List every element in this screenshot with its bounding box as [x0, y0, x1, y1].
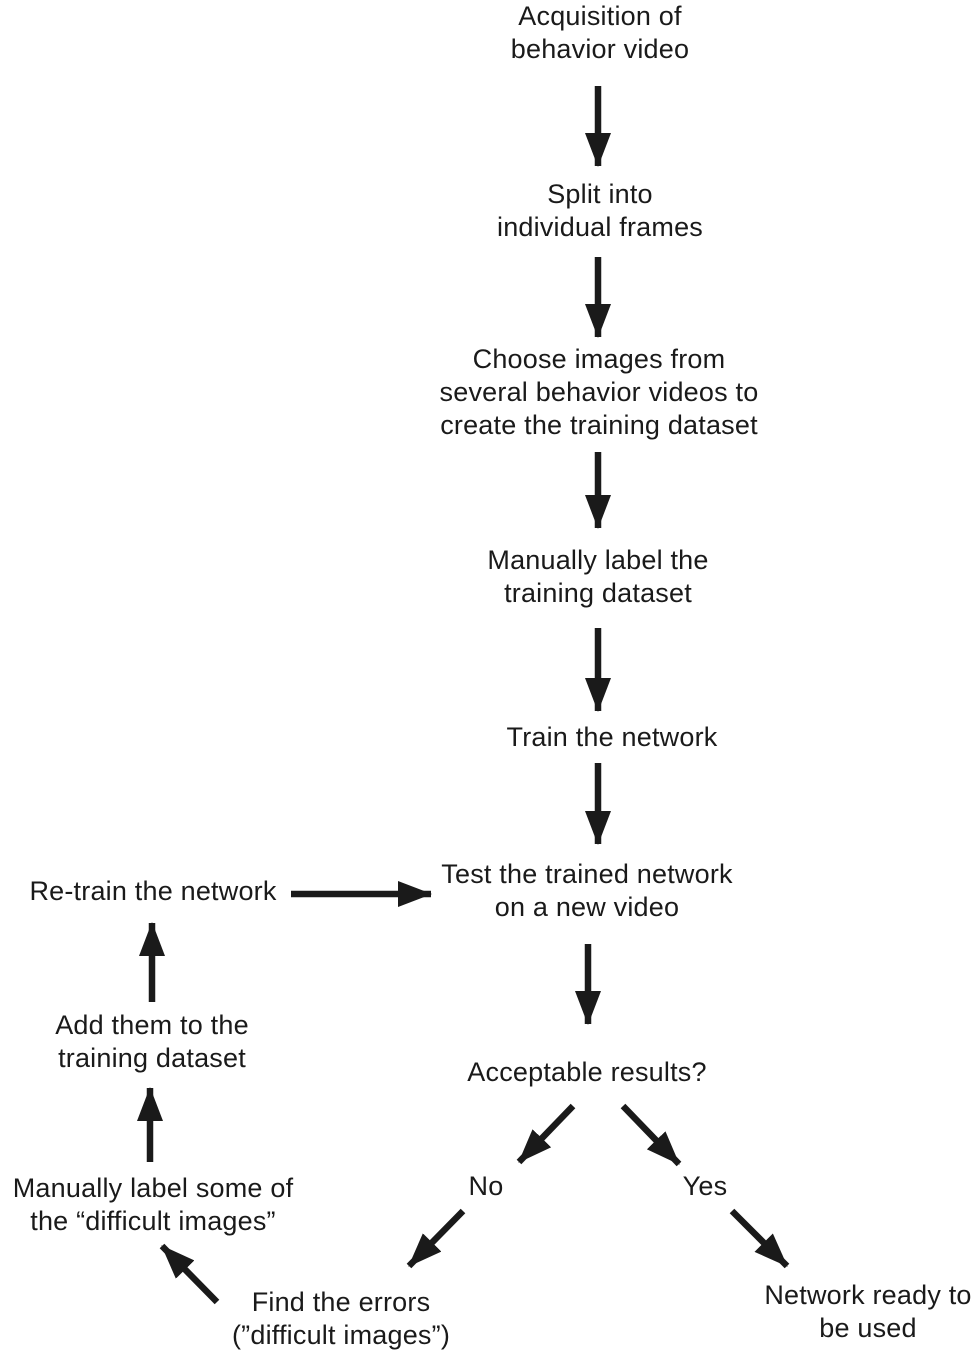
- node-choose-line2: several behavior videos to: [439, 377, 759, 407]
- node-yes-line1: Yes: [682, 1171, 728, 1201]
- node-retrain: Re-train the network: [29, 875, 276, 908]
- arrow-yes-to-network-ready: [729, 1208, 790, 1269]
- node-network-ready-line1: Network ready to: [764, 1280, 972, 1310]
- node-label-training-line2: training dataset: [504, 578, 692, 608]
- node-acquisition-line2: behavior video: [510, 34, 690, 64]
- node-test-line2: on a new video: [494, 892, 680, 922]
- node-acceptable: Acceptable results?: [467, 1056, 706, 1089]
- node-test: Test the trained network on a new video: [441, 858, 732, 924]
- node-add-them: Add them to the training dataset: [55, 1009, 249, 1075]
- node-split-line2: individual frames: [497, 212, 703, 242]
- arrow-acceptable-to-no: [516, 1103, 576, 1165]
- node-label-difficult-line2: the “difficult images”: [30, 1206, 276, 1236]
- arrow-acceptable-to-yes: [620, 1103, 682, 1167]
- node-label-training-line1: Manually label the: [487, 545, 709, 575]
- node-choose-line1: Choose images from: [472, 344, 726, 374]
- arrow-find-errors-to-label-difficult: [159, 1243, 220, 1305]
- node-acceptable-line1: Acceptable results?: [467, 1057, 707, 1087]
- node-add-them-line1: Add them to the: [55, 1010, 249, 1040]
- node-yes: Yes: [683, 1170, 728, 1203]
- node-find-errors-line1: Find the errors: [251, 1287, 431, 1317]
- node-no-line1: No: [468, 1171, 504, 1201]
- node-network-ready-line2: be used: [819, 1313, 917, 1343]
- node-network-ready: Network ready to be used: [764, 1279, 971, 1345]
- node-label-difficult-line1: Manually label some of: [12, 1173, 294, 1203]
- node-label-training: Manually label the training dataset: [487, 544, 708, 610]
- node-split: Split into individual frames: [497, 178, 703, 244]
- arrow-no-to-find-errors: [406, 1208, 466, 1269]
- node-find-errors: Find the errors (”difficult images”): [232, 1286, 450, 1352]
- node-acquisition: Acquisition of behavior video: [511, 0, 689, 66]
- node-no: No: [469, 1170, 504, 1203]
- node-choose: Choose images from several behavior vide…: [440, 343, 759, 442]
- node-retrain-line1: Re-train the network: [29, 876, 277, 906]
- node-train: Train the network: [507, 721, 718, 754]
- node-acquisition-line1: Acquisition of: [518, 1, 682, 31]
- node-find-errors-line2: (”difficult images”): [231, 1320, 451, 1350]
- node-label-difficult: Manually label some of the “difficult im…: [13, 1172, 294, 1238]
- node-test-line1: Test the trained network: [441, 859, 733, 889]
- node-add-them-line2: training dataset: [58, 1043, 246, 1073]
- node-split-line1: Split into: [547, 179, 653, 209]
- node-choose-line3: create the training dataset: [440, 410, 758, 440]
- node-train-line1: Train the network: [506, 722, 718, 752]
